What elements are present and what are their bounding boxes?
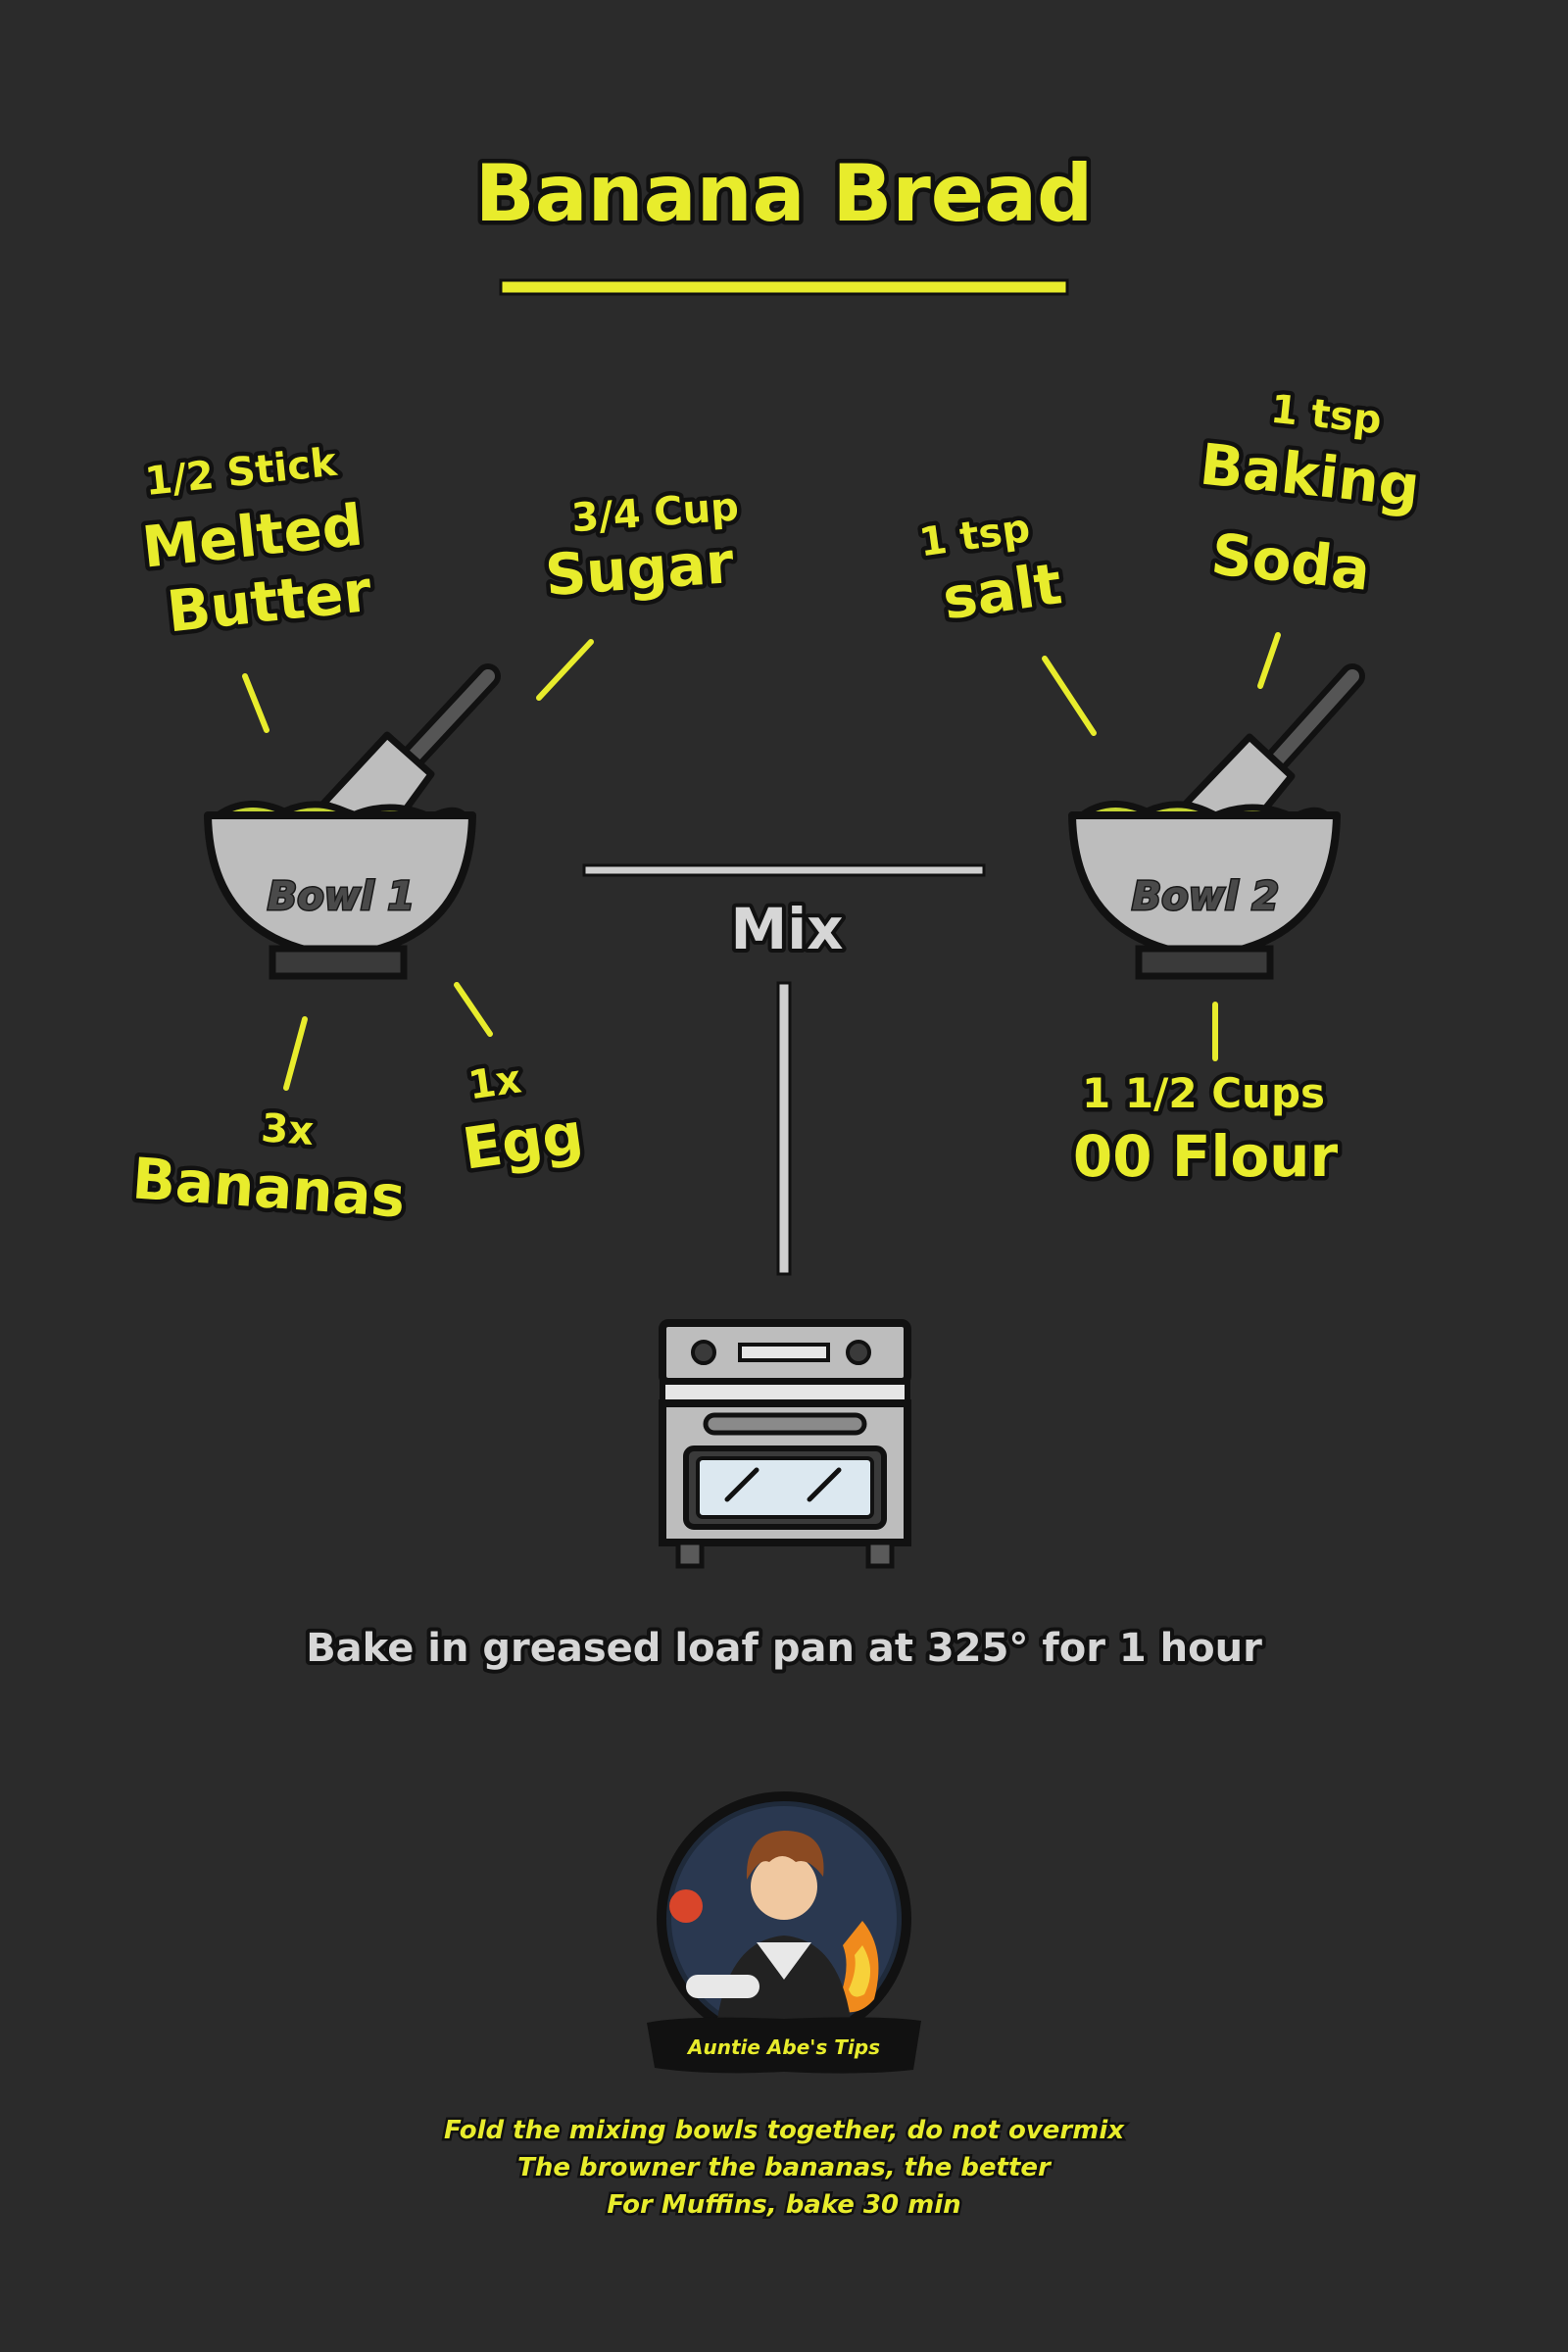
bowl-2-connectors xyxy=(1042,632,1281,1061)
tips-badge: Auntie Abe's Tips xyxy=(647,2017,921,2074)
butter-qty: 1/2 Stick xyxy=(143,440,340,505)
ingredient-salt: 1 tsp salt xyxy=(912,502,1070,637)
baking-soda-qty: 1 tsp xyxy=(1268,387,1384,444)
sugar-connector xyxy=(536,639,594,701)
title-underline xyxy=(499,278,1069,296)
mix-to-oven-line xyxy=(776,981,792,1276)
ingredient-flour: 1 1/2 Cups 00 Flour xyxy=(1068,1065,1343,1195)
baking-soda-name-line2: Soda xyxy=(1208,520,1374,604)
ingredient-sugar: 3/4 Cup Sugar xyxy=(539,480,745,613)
egg-name: Egg xyxy=(459,1100,587,1182)
tip-item: Fold the mixing bowls together, do not o… xyxy=(444,2116,1125,2145)
salt-name: salt xyxy=(939,550,1066,632)
spatula-icon xyxy=(319,663,501,832)
tips-badge-label: Auntie Abe's Tips xyxy=(686,2035,880,2059)
tip-item: The browner the bananas, the better xyxy=(517,2153,1053,2182)
ingredient-egg: 1x Egg xyxy=(454,1053,591,1187)
baking-soda-name-line1: Baking xyxy=(1197,431,1422,520)
egg-qty: 1x xyxy=(466,1056,524,1108)
flour-qty: 1 1/2 Cups xyxy=(1082,1069,1325,1117)
flour-name: 00 Flour xyxy=(1073,1123,1339,1190)
page-title: Banana Bread xyxy=(475,148,1094,239)
tips-list: Fold the mixing bowls together, do not o… xyxy=(441,2114,1127,2223)
spatula-icon xyxy=(1182,663,1365,832)
oven-icon xyxy=(659,1319,911,1569)
bananas-connector xyxy=(283,1016,308,1091)
chef-avatar xyxy=(657,1791,911,2046)
bowl-1-icon: Bowl 1 xyxy=(204,663,501,980)
bowl-2-label: Bowl 2 xyxy=(1132,874,1279,919)
egg-connector xyxy=(454,982,493,1037)
ingredient-baking-soda: 1 tsp Baking Soda xyxy=(1193,382,1427,608)
ingredient-butter: 1/2 Stick Melted Butter xyxy=(134,435,379,650)
baking-soda-connector xyxy=(1257,632,1281,689)
bake-instruction: Bake in greased loaf pan at 325° for 1 h… xyxy=(306,1626,1262,1671)
mix-label: Mix xyxy=(730,896,843,962)
salt-connector xyxy=(1042,656,1097,736)
mix-connectors xyxy=(582,863,986,1276)
bowl-1-label: Bowl 1 xyxy=(268,874,415,919)
ingredient-bananas: 3x Bananas xyxy=(125,1102,412,1235)
sugar-name: Sugar xyxy=(543,529,736,609)
bowl-1-connectors xyxy=(242,639,594,1091)
bowl-2-icon: Bowl 2 xyxy=(1068,663,1365,980)
butter-connector xyxy=(242,673,270,733)
tip-item: For Muffins, bake 30 min xyxy=(607,2190,960,2220)
bananas-qty: 3x xyxy=(260,1105,316,1154)
bananas-name: Bananas xyxy=(130,1145,408,1230)
bowls-join-line xyxy=(582,863,986,877)
